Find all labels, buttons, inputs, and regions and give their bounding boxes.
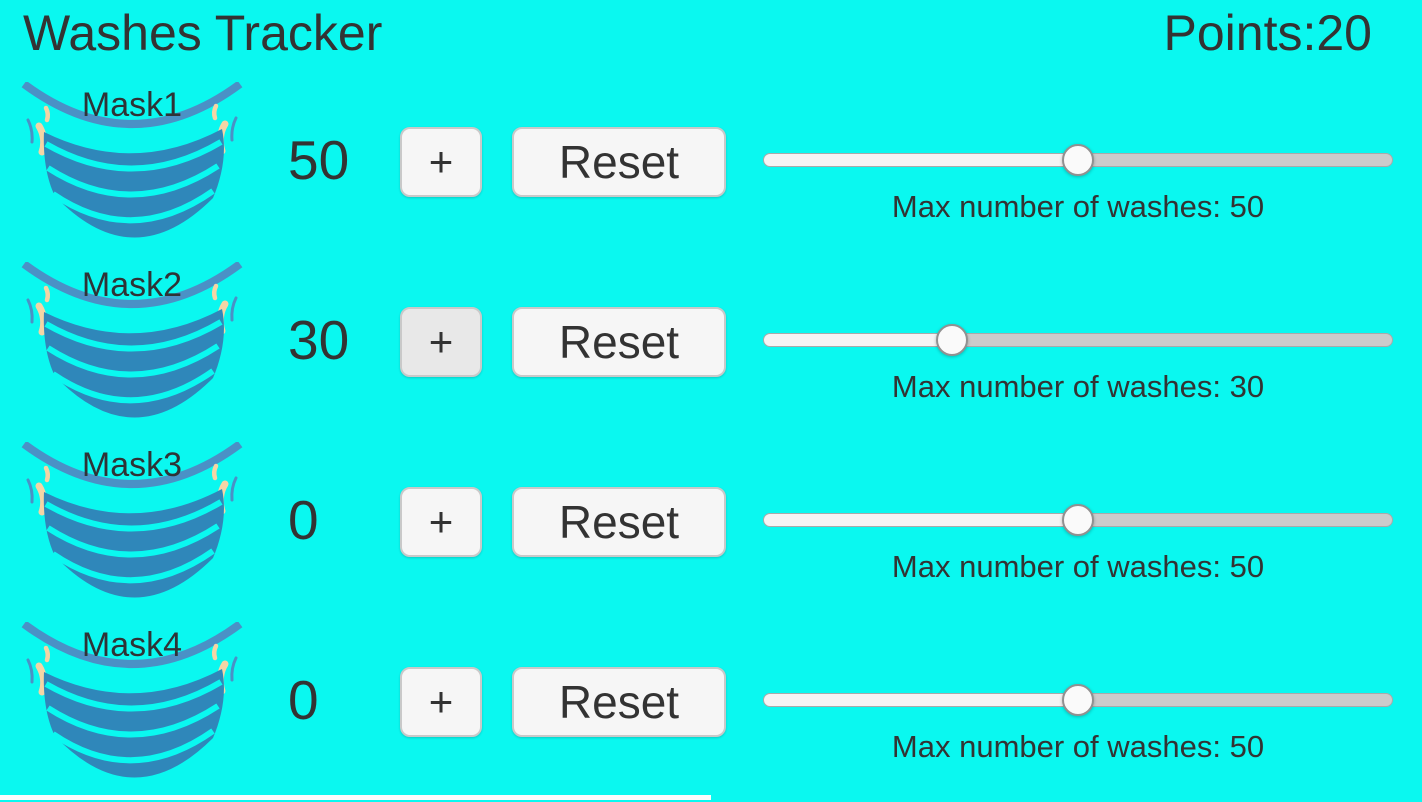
rows: Mask1 50 + Reset Max number of washes: 5…: [0, 82, 1422, 802]
face-mask-icon: [21, 262, 243, 418]
mask-row: Mask2 30 + Reset Max number of washes: 3…: [0, 262, 1422, 442]
mask-row: Mask3 0 + Reset Max number of washes: 50: [0, 442, 1422, 622]
page-title: Washes Tracker: [23, 5, 383, 61]
increment-button[interactable]: +: [400, 307, 482, 377]
max-washes-label: Max number of washes: 30: [891, 369, 1265, 404]
mask-icon: Mask3: [20, 442, 244, 606]
mask-label: Mask4: [81, 626, 183, 664]
reset-button[interactable]: Reset: [512, 487, 726, 557]
mask-label: Mask1: [81, 86, 183, 124]
increment-button[interactable]: +: [400, 127, 482, 197]
mask-icon: Mask4: [20, 622, 244, 786]
points-label: Points:: [1163, 5, 1317, 61]
slider-thumb[interactable]: [1062, 144, 1094, 176]
max-washes-label: Max number of washes: 50: [891, 729, 1265, 764]
increment-button[interactable]: +: [400, 487, 482, 557]
slider-track[interactable]: [763, 333, 1393, 347]
max-washes-slider[interactable]: [763, 322, 1393, 358]
increment-button[interactable]: +: [400, 667, 482, 737]
max-washes-label: Max number of washes: 50: [891, 189, 1265, 224]
wash-count: 0: [288, 489, 319, 551]
mask-icon: Mask2: [20, 262, 244, 426]
slider-thumb[interactable]: [936, 324, 968, 356]
max-washes-label: Max number of washes: 50: [891, 549, 1265, 584]
reset-button[interactable]: Reset: [512, 127, 726, 197]
max-washes-slider[interactable]: [763, 502, 1393, 538]
mask-label: Mask3: [81, 446, 183, 484]
mask-label: Mask2: [81, 266, 183, 304]
face-mask-icon: [21, 82, 243, 238]
wash-count: 50: [288, 129, 350, 191]
points-display: Points:20: [1164, 2, 1372, 64]
max-washes-slider[interactable]: [763, 682, 1393, 718]
reset-button[interactable]: Reset: [512, 307, 726, 377]
mask-row: Mask4 0 + Reset Max number of washes: 50: [0, 622, 1422, 802]
face-mask-icon: [21, 622, 243, 778]
slider-thumb[interactable]: [1062, 504, 1094, 536]
wash-count: 30: [288, 309, 350, 371]
mask-row: Mask1 50 + Reset Max number of washes: 5…: [0, 82, 1422, 262]
slider-thumb[interactable]: [1062, 684, 1094, 716]
max-washes-slider[interactable]: [763, 142, 1393, 178]
horizontal-scrollbar[interactable]: [0, 795, 711, 800]
mask-icon: Mask1: [20, 82, 244, 246]
reset-button[interactable]: Reset: [512, 667, 726, 737]
face-mask-icon: [21, 442, 243, 598]
wash-count: 0: [288, 669, 319, 731]
points-value: 20: [1316, 5, 1372, 61]
